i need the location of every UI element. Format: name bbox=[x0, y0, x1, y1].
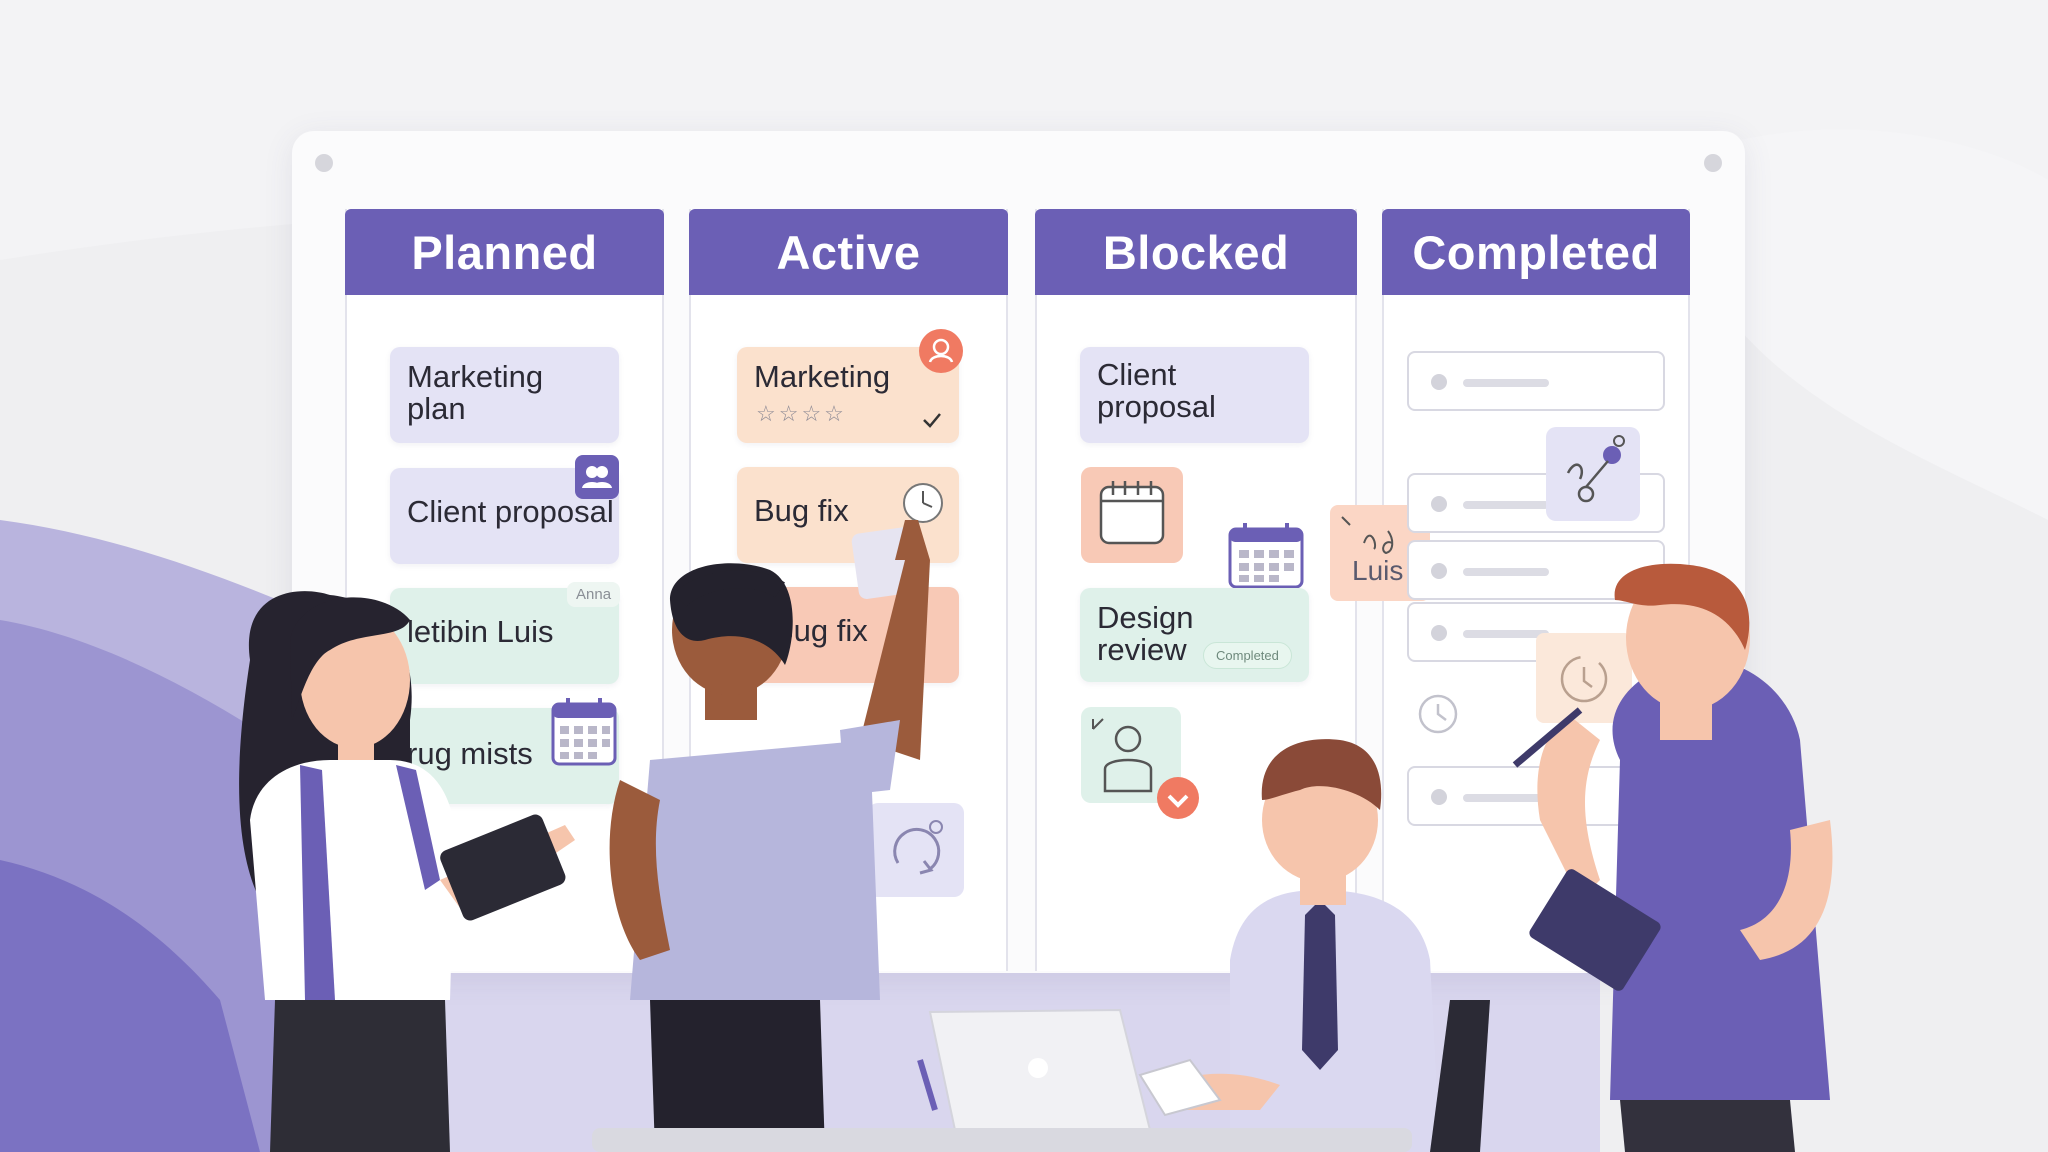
team-icon-glyph bbox=[582, 466, 612, 488]
card-label: rug mists bbox=[407, 736, 533, 771]
laptop-icon bbox=[928, 1008, 1152, 1131]
rating-stars: ☆☆☆☆ bbox=[756, 401, 847, 426]
calendar-icon bbox=[1099, 481, 1165, 545]
card-marketing-plan[interactable]: Marketing plan bbox=[390, 347, 619, 443]
workflow-card bbox=[1546, 427, 1640, 521]
calendar-card bbox=[1081, 467, 1183, 563]
assignee-tag: Anna bbox=[567, 582, 621, 607]
sticky-note-luis: Luis bbox=[1330, 505, 1430, 601]
check-icon bbox=[1157, 777, 1199, 819]
timer-icon bbox=[1560, 655, 1608, 703]
column-planned-header: Planned bbox=[345, 209, 664, 295]
card-label: Marketing bbox=[754, 359, 891, 394]
person-notebook bbox=[1512, 563, 1833, 1152]
timer-card bbox=[1536, 633, 1632, 723]
sticky-note-label: Luis bbox=[1352, 555, 1404, 586]
column-completed-header: Completed bbox=[1382, 209, 1690, 295]
clock-icon bbox=[903, 483, 943, 523]
clock-icon bbox=[1418, 694, 1458, 734]
person-pointing bbox=[609, 520, 930, 1152]
card-label: Client proposal bbox=[407, 494, 614, 529]
card-client-proposal-blocked[interactable]: Client proposal bbox=[1080, 347, 1309, 443]
user-icon bbox=[1092, 718, 1153, 793]
workflow-icon bbox=[1341, 516, 1394, 555]
completed-row bbox=[1407, 351, 1665, 411]
card-marketing[interactable]: Marketing bbox=[737, 347, 959, 443]
refresh-card bbox=[868, 803, 964, 897]
user-icon bbox=[919, 329, 963, 373]
card-letibin-luis[interactable]: letibin Luis bbox=[390, 588, 619, 684]
card-label: letibin Luis bbox=[407, 614, 554, 649]
board-pin bbox=[315, 154, 333, 172]
team-icon bbox=[575, 455, 619, 499]
card-label: Bug fix bbox=[754, 493, 849, 528]
status-badge: Completed bbox=[1203, 642, 1292, 669]
calendar-icon bbox=[551, 698, 617, 766]
checkmark-icon bbox=[923, 413, 941, 428]
refresh-icon bbox=[893, 820, 943, 875]
person-woman bbox=[239, 591, 575, 1152]
board-pin bbox=[1704, 154, 1722, 172]
column-active-header: Active bbox=[689, 209, 1008, 295]
column-blocked-header: Blocked bbox=[1035, 209, 1357, 295]
workflow-icon bbox=[1566, 435, 1625, 503]
calendar-icon bbox=[1228, 523, 1304, 589]
